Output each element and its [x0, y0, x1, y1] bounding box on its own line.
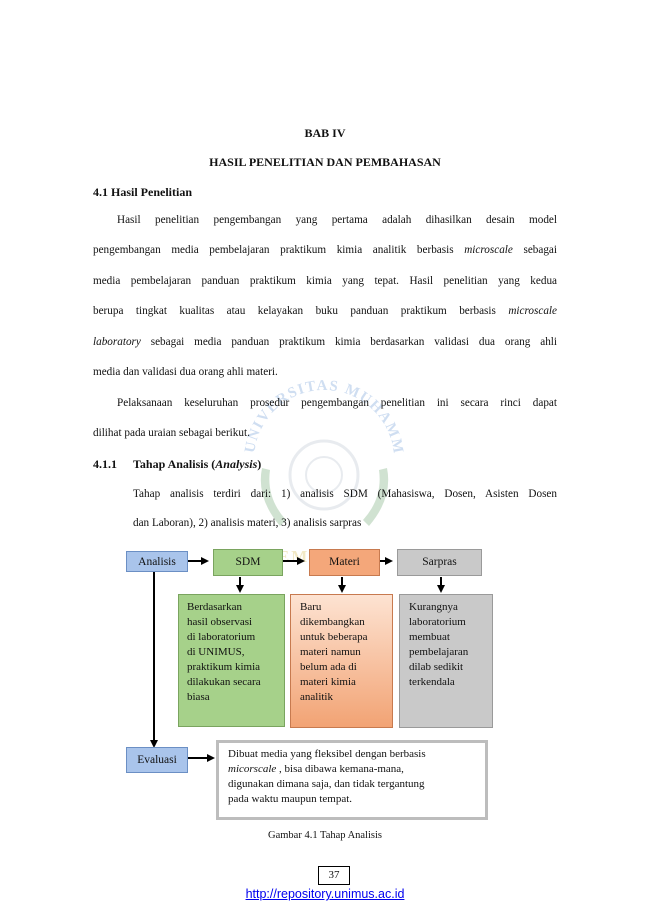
materi-detail-line: materi namun — [300, 646, 361, 658]
page-number: 37 — [318, 866, 350, 885]
evaluasi-detail-line: Dibuat media yang fleksibel dengan berba… — [228, 748, 426, 760]
sdm-detail-line: biasa — [187, 691, 210, 703]
evaluasi-detail-line: micorscale , bisa dibawa kemana-mana, — [228, 763, 404, 775]
sdm-detail-line: hasil observasi — [187, 616, 253, 628]
sarpras-box: Sarpras — [397, 549, 482, 576]
sdm-detail-line: Berdasarkan — [187, 601, 242, 613]
sdm-detail-box: Berdasarkan hasil observasi di laborator… — [178, 594, 285, 727]
materi-detail-line: Baru — [300, 601, 322, 613]
sdm-detail-line: dilakukan secara — [187, 676, 261, 688]
sdm-detail-line: di laboratorium — [187, 631, 256, 643]
paragraph-line: dilihat pada uraian sebagai berikut. — [93, 427, 250, 439]
chapter-label: BAB IV — [304, 126, 346, 140]
section-title: 4.1 Hasil Penelitian — [93, 185, 192, 199]
paragraph-line: Pelaksanaan keseluruhan prosedur pengemb… — [117, 397, 557, 409]
sdm-detail-line: praktikum kimia — [187, 661, 261, 673]
sdm-box: SDM — [213, 549, 283, 576]
paragraph-line: media pembelajaran panduan praktikum kim… — [93, 275, 557, 287]
sarpras-detail-line: terkendala — [409, 676, 455, 688]
paragraph-line: laboratory sebagai media panduan praktik… — [93, 336, 557, 348]
paragraph-line: Hasil penelitian pengembangan yang perta… — [117, 214, 557, 226]
sarpras-detail-line: pembelajaran — [409, 646, 469, 658]
sarpras-detail-line: Kurangnya — [409, 601, 458, 613]
materi-detail-line: untuk beberapa — [300, 631, 368, 643]
paragraph-line: media dan validasi dua orang ahli materi… — [93, 366, 278, 378]
sdm-detail-line: di UNIMUS, — [187, 646, 245, 658]
evaluasi-detail-box: Dibuat media yang fleksibel dengan berba… — [216, 740, 488, 820]
materi-detail-line: belum ada di — [300, 661, 357, 673]
paragraph-line: pengembangan media pembelajaran praktiku… — [93, 244, 558, 256]
sarpras-detail-line: membuat — [409, 631, 450, 643]
paragraph-line: berupa tingkat kualitas atau kelayakan b… — [93, 305, 557, 317]
sarpras-detail-line: dilab sedikit — [409, 661, 464, 673]
materi-detail-line: dikembangkan — [300, 616, 365, 628]
subsection-title: Tahap Analisis (Analysis) — [133, 457, 262, 471]
analisis-box: Analisis — [126, 551, 188, 572]
sarpras-detail-box: Kurangnya laboratorium membuat pembelaja… — [399, 594, 493, 728]
evaluasi-detail-line: pada waktu maupun tempat. — [228, 793, 353, 805]
sarpras-detail-line: laboratorium — [409, 616, 466, 628]
materi-detail-line: analitik — [300, 691, 333, 703]
evaluasi-detail-line: digunakan dimana saja, dan tidak tergant… — [228, 778, 425, 790]
figure-caption: Gambar 4.1 Tahap Analisis — [268, 830, 382, 841]
materi-box: Materi — [309, 549, 380, 576]
chapter-title: HASIL PENELITIAN DAN PEMBAHASAN — [209, 155, 441, 169]
paragraph-line: dan Laboran), 2) analisis materi, 3) ana… — [133, 517, 362, 529]
subsection-number: 4.1.1 — [93, 457, 117, 471]
materi-detail-box: Baru dikembangkan untuk beberapa materi … — [290, 594, 393, 728]
materi-detail-line: materi kimia — [300, 676, 356, 688]
paragraph-line: Tahap analisis terdiri dari: 1) analisis… — [133, 488, 557, 500]
repository-link[interactable]: http://repository.unimus.ac.id — [245, 887, 405, 901]
evaluasi-box: Evaluasi — [126, 747, 188, 773]
